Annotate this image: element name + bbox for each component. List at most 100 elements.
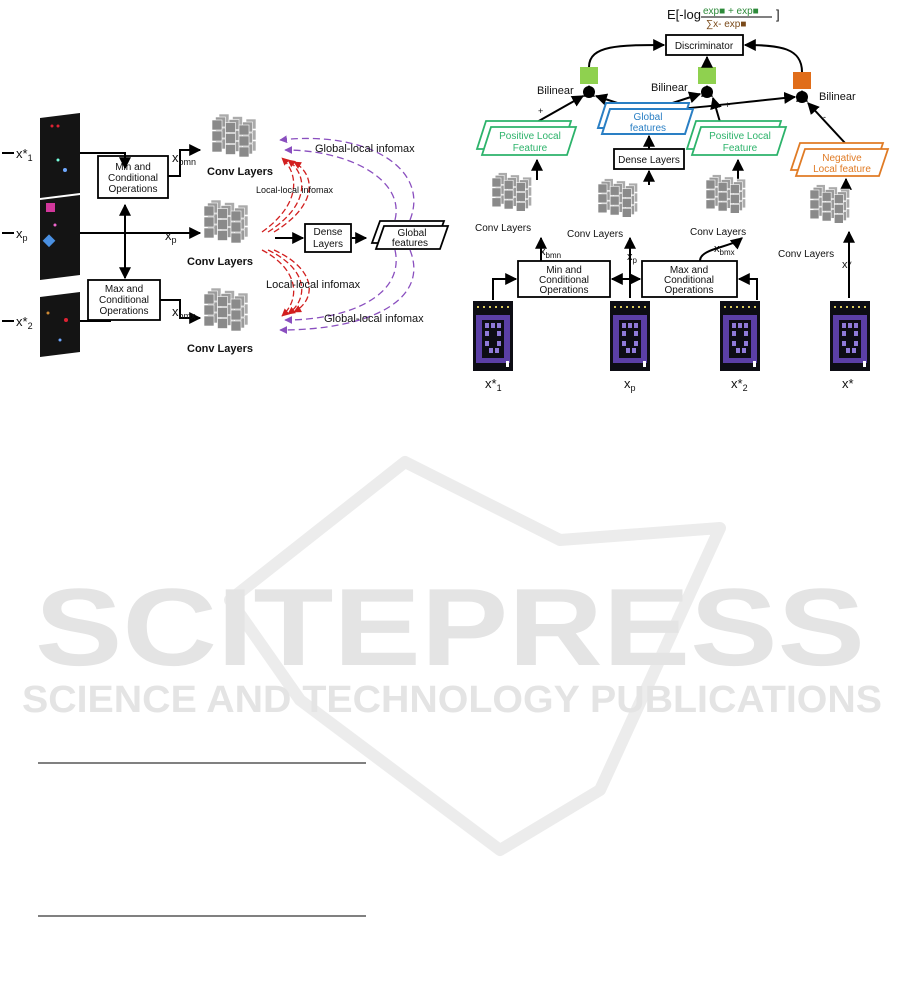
score-positive-2	[698, 67, 716, 84]
left-dense-box	[304, 223, 352, 253]
right-max-box	[641, 260, 738, 298]
conv-cell	[217, 208, 228, 219]
frame-pixel	[744, 331, 748, 336]
left-max-line-2: Conditional	[99, 295, 149, 306]
conv-cell	[503, 199, 514, 210]
objective-denominator: ∑x- exp■	[706, 19, 746, 30]
right-conv-stack-4	[809, 184, 850, 224]
right-min-line-1: Min and	[546, 265, 582, 276]
left-max-line-1: Max and	[105, 284, 143, 295]
frame-score-dot	[644, 306, 646, 308]
conv-cell	[238, 124, 250, 136]
minus-1: -	[823, 112, 826, 122]
conv-cell	[729, 184, 740, 194]
conv-cell	[597, 183, 608, 194]
conv-cell	[211, 141, 223, 153]
watermark-name: SCITEPRESS	[35, 566, 865, 689]
left-conv-stack-1	[211, 113, 257, 158]
conv-cell	[203, 227, 215, 239]
right-global-line-2: features	[630, 123, 666, 134]
conv-cell	[230, 210, 242, 222]
conv-cell	[491, 197, 502, 208]
left-x-bmx: xbmx	[172, 304, 196, 321]
bottom-label-x2: x*2	[731, 376, 748, 393]
frame-pixel	[846, 348, 850, 353]
frame-cursor	[506, 361, 509, 367]
conv-cell	[225, 144, 236, 155]
bilinear-label-1: Bilinear	[537, 85, 574, 97]
frame-cursor	[643, 361, 646, 367]
conv-cell	[230, 221, 242, 233]
conv-cell	[609, 205, 620, 216]
conv-cell	[217, 307, 228, 318]
conv-cell	[238, 135, 250, 147]
conv-cell	[621, 188, 632, 198]
conv-cell	[515, 182, 526, 192]
positive-feature-1-line-2: Feature	[513, 143, 548, 154]
discriminator-label: Discriminator	[675, 41, 734, 52]
frame-pixel	[497, 331, 501, 336]
conv-cell	[705, 179, 716, 190]
conv-cell	[211, 119, 223, 131]
frame-score-dot	[736, 306, 738, 308]
right-conv-stack-1	[491, 172, 532, 212]
frame-pixel	[744, 341, 748, 346]
frame-pixel	[842, 341, 846, 346]
frame-pixel	[634, 323, 638, 328]
conv-cell	[491, 187, 502, 198]
frame-pixel	[485, 341, 489, 346]
watermark-book-shape	[224, 456, 726, 856]
negative-feature-front	[794, 148, 890, 177]
frame-pixel	[626, 348, 630, 353]
frame-score-dot	[724, 306, 726, 308]
right-dense-label: Dense Layers	[618, 155, 680, 166]
local-local-arrows	[261, 157, 310, 317]
frame-score-dot	[632, 306, 634, 308]
left-max-line-3: Operations	[100, 306, 149, 317]
frame-score-dot	[840, 306, 842, 308]
left-conv-label-1: Conv Layers	[207, 166, 273, 178]
frame-pixel	[622, 341, 626, 346]
score-positive-1	[580, 67, 598, 84]
frame-pixel	[634, 341, 638, 346]
conv-cell	[225, 122, 236, 133]
input-frame-2	[40, 195, 80, 280]
frame-pixel	[634, 331, 638, 336]
frame-score-dot	[754, 306, 756, 308]
bilinear-label-2: Bilinear	[651, 82, 688, 94]
positive-feature-2-front	[690, 126, 788, 156]
right-conv-label-1: Conv Layers	[475, 223, 531, 234]
frame-pixel	[738, 323, 742, 328]
frame-pixel	[854, 323, 858, 328]
frame-pixel	[489, 348, 493, 353]
frame-pixel	[854, 341, 858, 346]
conv-cell	[821, 211, 832, 222]
conv-cell	[729, 204, 740, 214]
left-global-line-1: Global	[398, 228, 427, 239]
right-min-box	[517, 260, 611, 298]
left-global-front	[374, 225, 450, 250]
right-conv-label-2: Conv Layers	[567, 229, 623, 240]
left-min-line-1: Min and	[115, 162, 151, 173]
left-min-line-3: Operations	[109, 184, 158, 195]
right-global-line-1: Global	[634, 112, 663, 123]
conv-cell	[833, 204, 844, 214]
frame-pixel	[732, 331, 736, 336]
right-x-neg: x*	[842, 259, 853, 271]
left-x-p: xp	[165, 228, 177, 245]
plus-2: +	[725, 100, 730, 110]
frame-cursor	[863, 361, 866, 367]
right-global-front	[600, 108, 695, 135]
left-conv-stack-2	[203, 199, 249, 244]
conv-cell	[705, 199, 716, 210]
conv-cell	[217, 219, 228, 230]
frame-pixel	[622, 323, 626, 328]
conv-cell	[203, 304, 215, 316]
bilinear-node-2	[701, 86, 713, 98]
conv-cell	[609, 195, 620, 206]
